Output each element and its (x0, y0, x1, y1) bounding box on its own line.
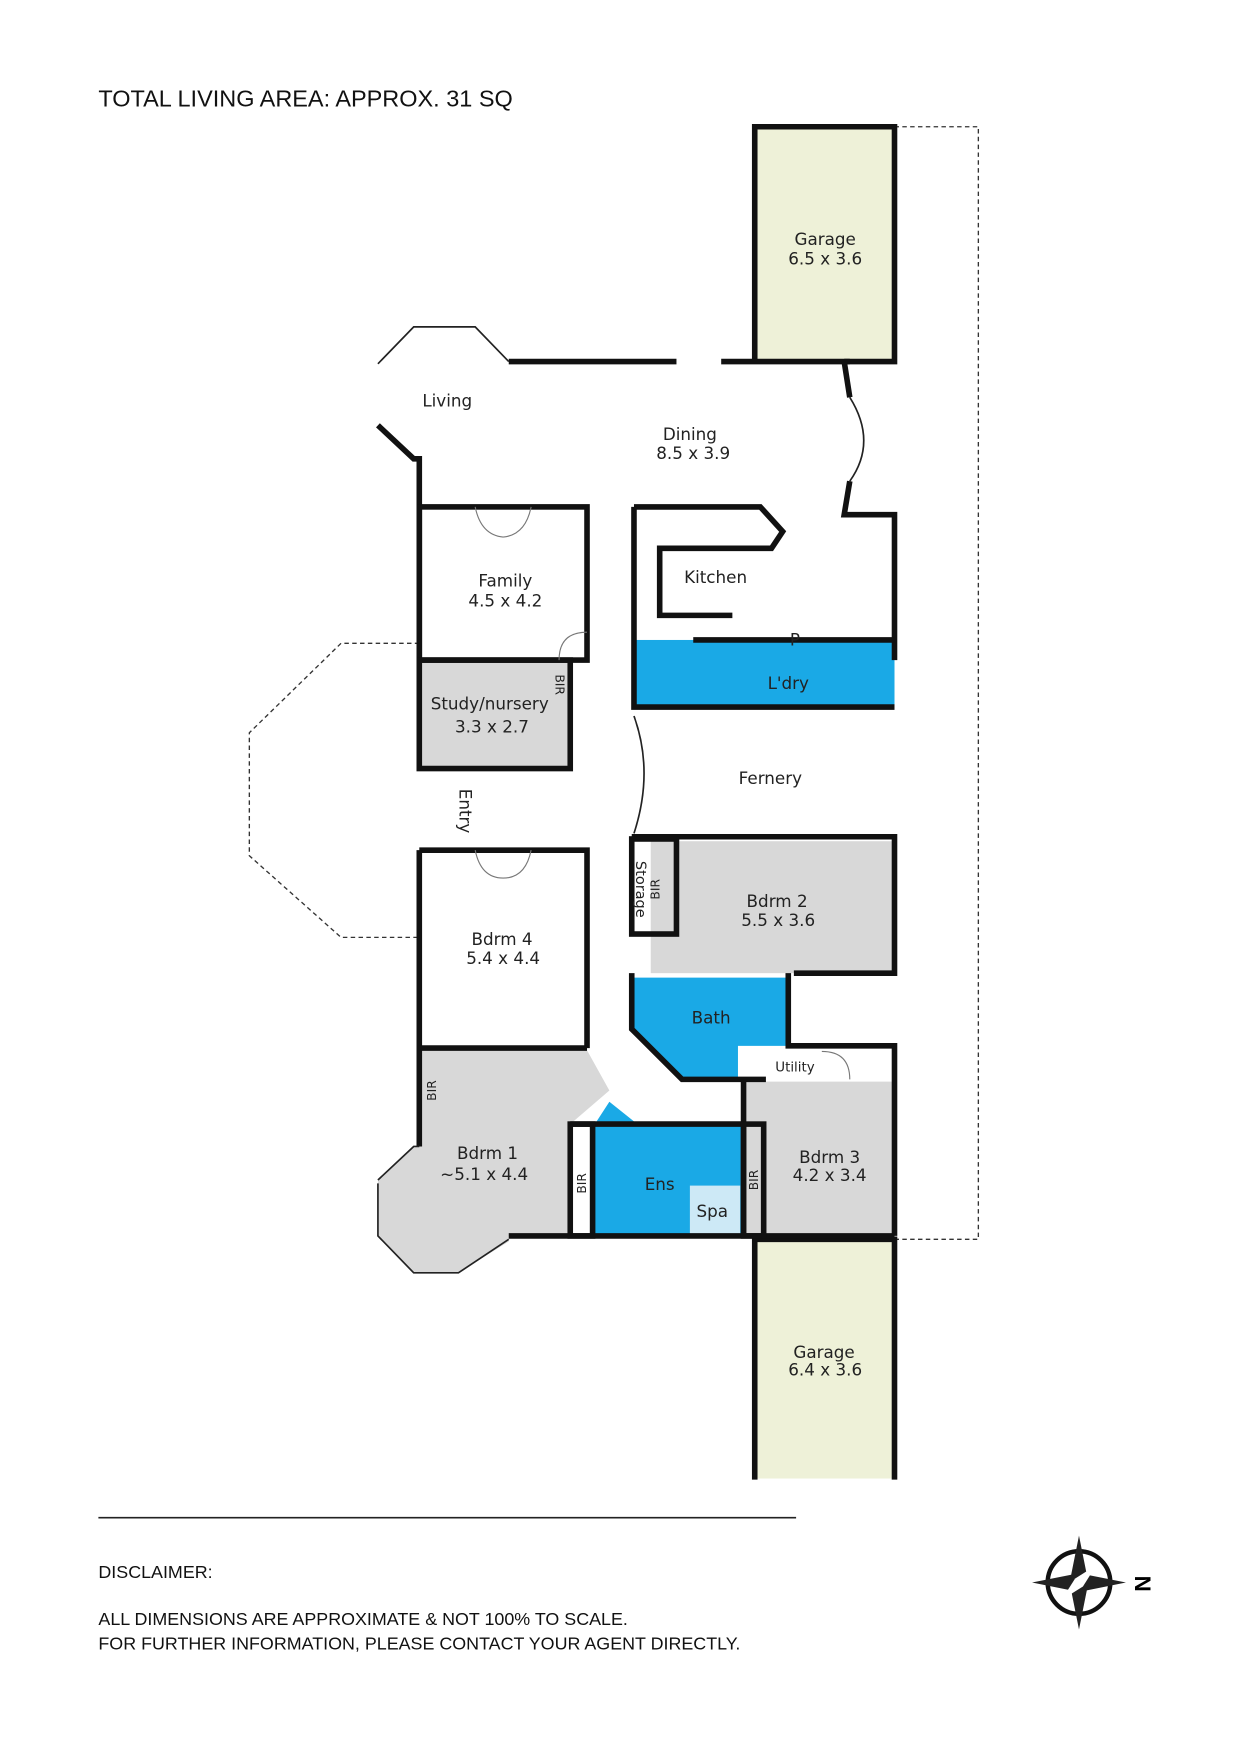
room-name: Garage (793, 1342, 854, 1362)
room-name: Kitchen (684, 567, 747, 587)
room-name: Fernery (739, 768, 802, 788)
room-name: Study/nursery (431, 693, 549, 713)
disclaimer-line-2: FOR FURTHER INFORMATION, PLEASE CONTACT … (98, 1634, 740, 1654)
disclaimer-title: DISCLAIMER: (98, 1562, 212, 1582)
room-size: 4.2 x 3.4 (793, 1165, 867, 1185)
bir-label: BIR (747, 1169, 761, 1190)
room-name: Bath (692, 1007, 731, 1027)
bir-label: BIR (649, 879, 663, 900)
room-size: 4.5 x 4.2 (468, 590, 542, 610)
room-size: 5.5 x 3.6 (741, 910, 815, 930)
room-name: Utility (775, 1061, 814, 1076)
room-name: Bdrm 1 (457, 1143, 518, 1163)
disclaimer-line-1: ALL DIMENSIONS ARE APPROXIMATE & NOT 100… (98, 1609, 627, 1629)
room-size: 8.5 x 3.9 (656, 443, 730, 463)
bir-label: BIR (553, 674, 567, 695)
north-label: N (1130, 1576, 1155, 1592)
room-name: Spa (696, 1201, 728, 1221)
room-name: Ens (645, 1174, 675, 1194)
room-name: L'dry (768, 673, 809, 693)
room-name: Bdrm 3 (799, 1147, 860, 1167)
bir-label: BIR (425, 1080, 439, 1101)
room-name: Bdrm 4 (471, 929, 532, 949)
room-name: Dining (663, 424, 717, 444)
room-fills (377, 128, 895, 1479)
room-size: 3.3 x 2.7 (455, 717, 529, 737)
room-name: Family (478, 570, 532, 590)
compass-rose-icon (1032, 1535, 1126, 1630)
room-name: P (790, 630, 800, 650)
room-size: 6.5 x 3.6 (788, 248, 862, 268)
room-name: Garage (794, 229, 855, 249)
walls (376, 123, 898, 1480)
room-name: Entry (456, 789, 476, 834)
room-name: Bdrm 2 (747, 891, 808, 911)
room-size: 6.4 x 3.6 (788, 1360, 862, 1380)
total-living-area: TOTAL LIVING AREA: APPROX. 31 SQ (98, 86, 512, 112)
room-labels: Garage 6.5 x 3.6 Living Dining 8.5 x 3.9… (422, 229, 866, 1379)
room-size: 5.4 x 4.4 (466, 948, 540, 968)
room-name: Storage (632, 861, 648, 918)
room-name: Living (422, 390, 472, 410)
bir-label: BIR (575, 1173, 589, 1194)
room-size: ~5.1 x 4.4 (440, 1164, 528, 1184)
